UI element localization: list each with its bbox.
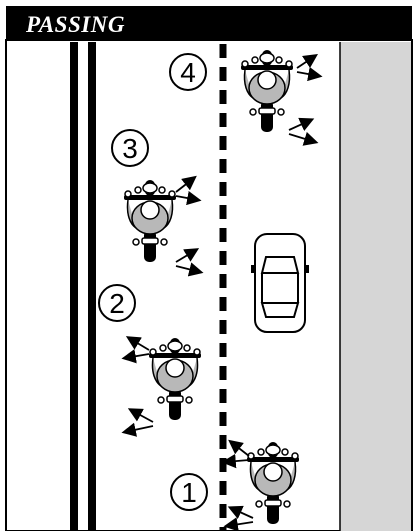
step-label-4: 4 <box>180 57 196 88</box>
step-label-3: 3 <box>122 133 138 164</box>
road-shoulder <box>340 42 411 531</box>
step-label-2: 2 <box>109 288 125 319</box>
step-marker-1: 1 <box>171 474 207 510</box>
double-line-left <box>70 42 78 531</box>
step-marker-3: 3 <box>112 130 148 166</box>
step-label-1: 1 <box>181 477 197 508</box>
step-marker-2: 2 <box>99 285 135 321</box>
step-marker-4: 4 <box>170 54 206 90</box>
double-line-right <box>88 42 96 531</box>
car <box>251 234 309 332</box>
